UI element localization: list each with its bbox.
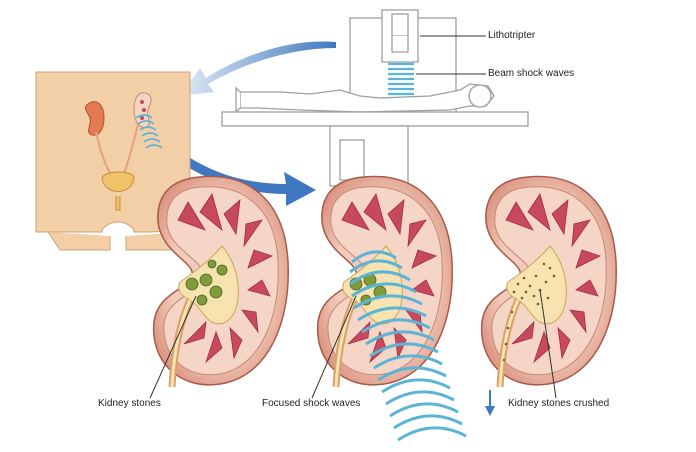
kidney-with-crushed-stones-icon: [482, 176, 617, 387]
flush-arrow-icon: [485, 390, 495, 416]
label-kidney-stones-crushed: Kidney stones crushed: [508, 398, 610, 409]
label-lithotripter: Lithotripter: [488, 30, 536, 41]
focused-shock-waves-icon: [349, 250, 467, 442]
arrow-to-kidney-icon: [172, 148, 316, 206]
label-leader-lines: [416, 35, 486, 75]
arrow-to-torso-icon: [180, 41, 336, 96]
patient-on-table-icon: [221, 83, 529, 187]
label-beam-shock-waves: Beam shock waves: [488, 68, 575, 79]
bottom-leader-lines: [149, 289, 557, 399]
label-kidney-stones: Kidney stones: [98, 398, 161, 409]
kidney-with-stones-icon: [154, 176, 289, 387]
label-focused-shock-waves: Focused shock waves: [262, 398, 361, 409]
kidney-with-focused-waves-icon: [318, 176, 453, 387]
torso-urinary-tract-icon: [35, 71, 191, 251]
